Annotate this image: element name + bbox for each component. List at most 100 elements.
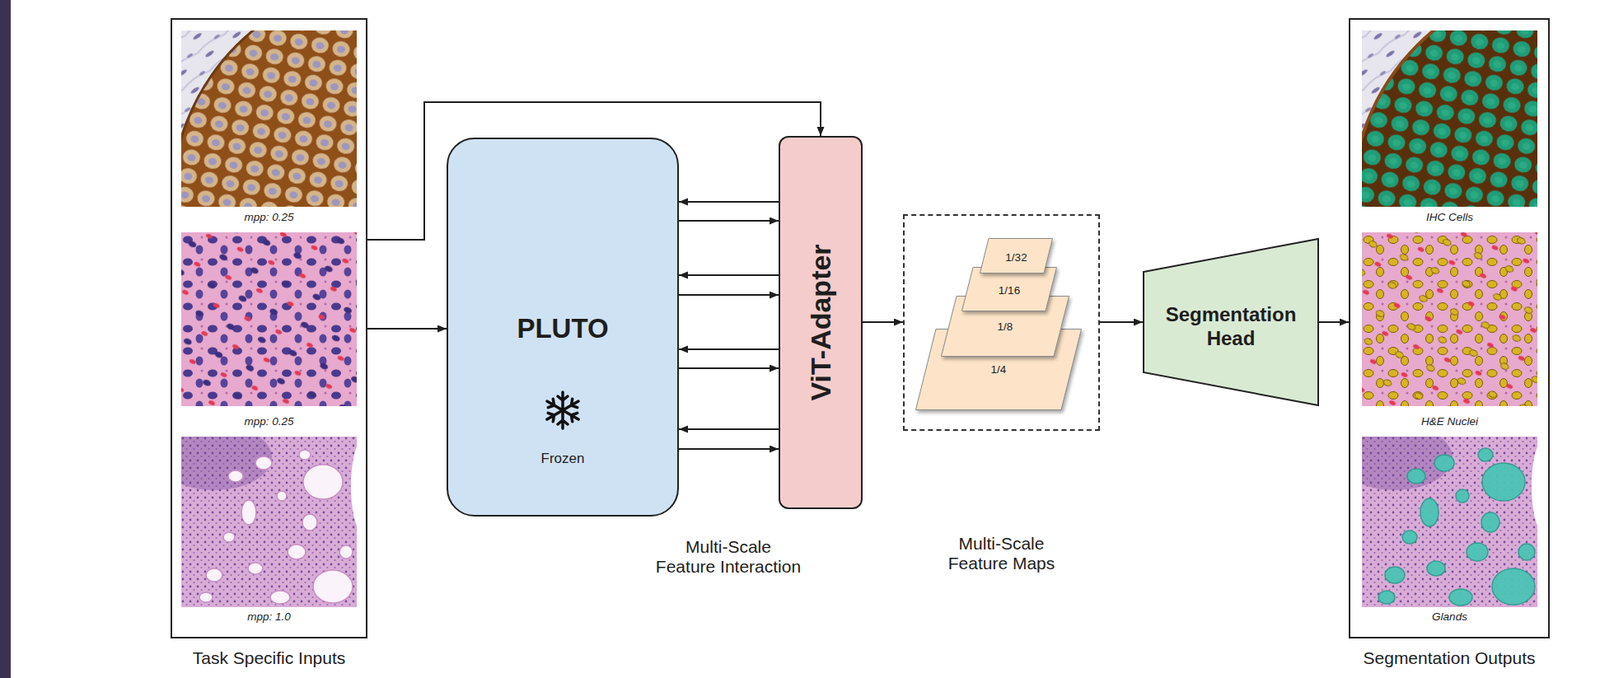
nuclei-output-image <box>1361 232 1538 407</box>
gland-lumens-part <box>241 500 257 525</box>
gland-masks-part <box>1518 543 1535 561</box>
gland-lumens-part <box>228 470 244 482</box>
gland-masks-part <box>1420 498 1439 527</box>
arrow-connector <box>1099 321 1143 323</box>
ihc-output-image-part <box>1361 30 1538 207</box>
he-input-image <box>181 232 357 407</box>
feature-map-group: Multi-Scale Feature Maps1/321/161/81/4 <box>902 214 1100 431</box>
image-caption: mpp: 0.25 <box>181 415 357 428</box>
adapter-box: ViT-Adapter <box>778 135 863 510</box>
image-caption: mpp: 0.25 <box>181 210 357 224</box>
box-label: Segmentation Head <box>1156 303 1306 351</box>
gland-masks-part <box>1455 489 1470 503</box>
image-caption: Glands <box>1361 610 1538 623</box>
arrow-connector <box>678 367 779 370</box>
nuclei-mask <box>1361 232 1538 407</box>
gland-lumens <box>199 449 353 604</box>
tissue-edge <box>1531 440 1538 532</box>
image-caption: mpp: 1.0 <box>181 610 357 623</box>
panel-heading: Task Specific Inputs <box>172 648 366 669</box>
gland-lumens-part <box>276 491 287 501</box>
gland-masks-part <box>1466 542 1488 562</box>
dense-region <box>181 436 272 491</box>
arrow-connector <box>678 428 779 431</box>
gland-lumens-part <box>255 456 272 470</box>
gland-lumens-part <box>299 449 311 460</box>
ihc-input-image-part <box>181 30 357 207</box>
gland-lumens-part <box>287 544 306 560</box>
arrow-connector <box>678 348 779 351</box>
gland-masks <box>1378 448 1535 606</box>
image-tile: Glands <box>1361 436 1538 628</box>
box-label: Frozen <box>448 450 678 468</box>
gland-masks-part <box>1402 530 1418 544</box>
he-input-image-part <box>181 232 357 407</box>
gland-lumens-part <box>199 592 213 603</box>
plane-shape <box>980 238 1053 274</box>
image-caption: H&E Nuclei <box>1361 415 1538 428</box>
he-tissue <box>181 232 357 407</box>
arrow-connector <box>678 274 779 277</box>
snowflake-arms-part <box>560 406 581 424</box>
arrow-connector <box>678 448 779 450</box>
gland-output-image-part <box>1361 436 1538 608</box>
gland-masks-part <box>1478 448 1493 462</box>
image-tile: mpp: 1.0 <box>181 436 357 628</box>
snowflake-arms-part <box>544 406 566 424</box>
ihc-output-image <box>1352 0 1600 428</box>
scale-label: 1/8 <box>940 320 1070 333</box>
gland-masks-part <box>1449 589 1473 606</box>
arrow-connector <box>678 294 779 296</box>
segmentation-head: Segmentation Head <box>1142 238 1320 407</box>
snowflake-arms-part <box>557 392 568 411</box>
gland-masks-part <box>1434 454 1455 472</box>
gland-lumens-part <box>303 464 343 500</box>
snowflake-arms-part <box>557 410 568 429</box>
gland-lumens-part <box>270 590 291 604</box>
gland-masks-part <box>1384 566 1405 584</box>
snowflake-arms-part <box>560 397 581 415</box>
arrow-connector <box>678 201 779 203</box>
group-heading: Multi-Scale Feature Maps <box>932 533 1072 574</box>
gland-masks-part <box>1378 590 1395 604</box>
tumor-nest <box>181 30 357 207</box>
plane-shape <box>941 296 1070 357</box>
gland-masks-part <box>1426 561 1446 576</box>
image-panel: Segmentation OutputsIHC CellsH&E NucleiG… <box>1348 18 1550 639</box>
gland-input-image-part <box>181 436 357 608</box>
feature-map-plane: 1/16 <box>961 266 1058 312</box>
plane-shape <box>962 267 1058 312</box>
image-tile: IHC Cells <box>1361 30 1538 229</box>
slide-edge-bar <box>0 0 11 678</box>
encoder-box: PLUTO Frozen <box>446 137 679 517</box>
nuclei-mask <box>1361 232 1538 407</box>
gland-output-image <box>1337 424 1555 608</box>
arrow-connector <box>1319 321 1349 323</box>
cell-mask <box>1361 30 1538 207</box>
gland-masks-part <box>1407 468 1426 484</box>
arrow-connector <box>678 219 779 222</box>
box-label: ViT-Adapter <box>804 243 838 401</box>
box-label: PLUTO <box>448 313 678 345</box>
snowflake-arms <box>544 392 581 429</box>
arrow-connector <box>862 321 903 323</box>
arrow-connector <box>367 327 447 330</box>
nuclei-output-image-part <box>1361 232 1538 407</box>
image-panel: Task Specific Inputsmpp: 0.25mpp: 0.25mp… <box>170 18 368 639</box>
gland-masks-part <box>1482 463 1526 501</box>
feature-map-plane: 1/32 <box>979 238 1053 274</box>
he-tissue <box>181 232 357 407</box>
image-tile: H&E Nuclei <box>1361 232 1538 432</box>
gland-lumens-part <box>223 532 235 543</box>
gland-input-image <box>156 424 375 608</box>
annotation-label: Multi-Scale Feature Interaction <box>645 537 812 577</box>
plane-shape <box>916 329 1082 411</box>
image-caption: IHC Cells <box>1361 210 1538 224</box>
panel-heading: Segmentation Outputs <box>1350 648 1549 669</box>
scale-label: 1/16 <box>961 284 1058 297</box>
scale-label: 1/4 <box>915 363 1082 376</box>
tissue-edge <box>350 440 357 532</box>
gland-lumens-part <box>205 568 223 582</box>
image-tile: mpp: 0.25 <box>181 232 357 432</box>
